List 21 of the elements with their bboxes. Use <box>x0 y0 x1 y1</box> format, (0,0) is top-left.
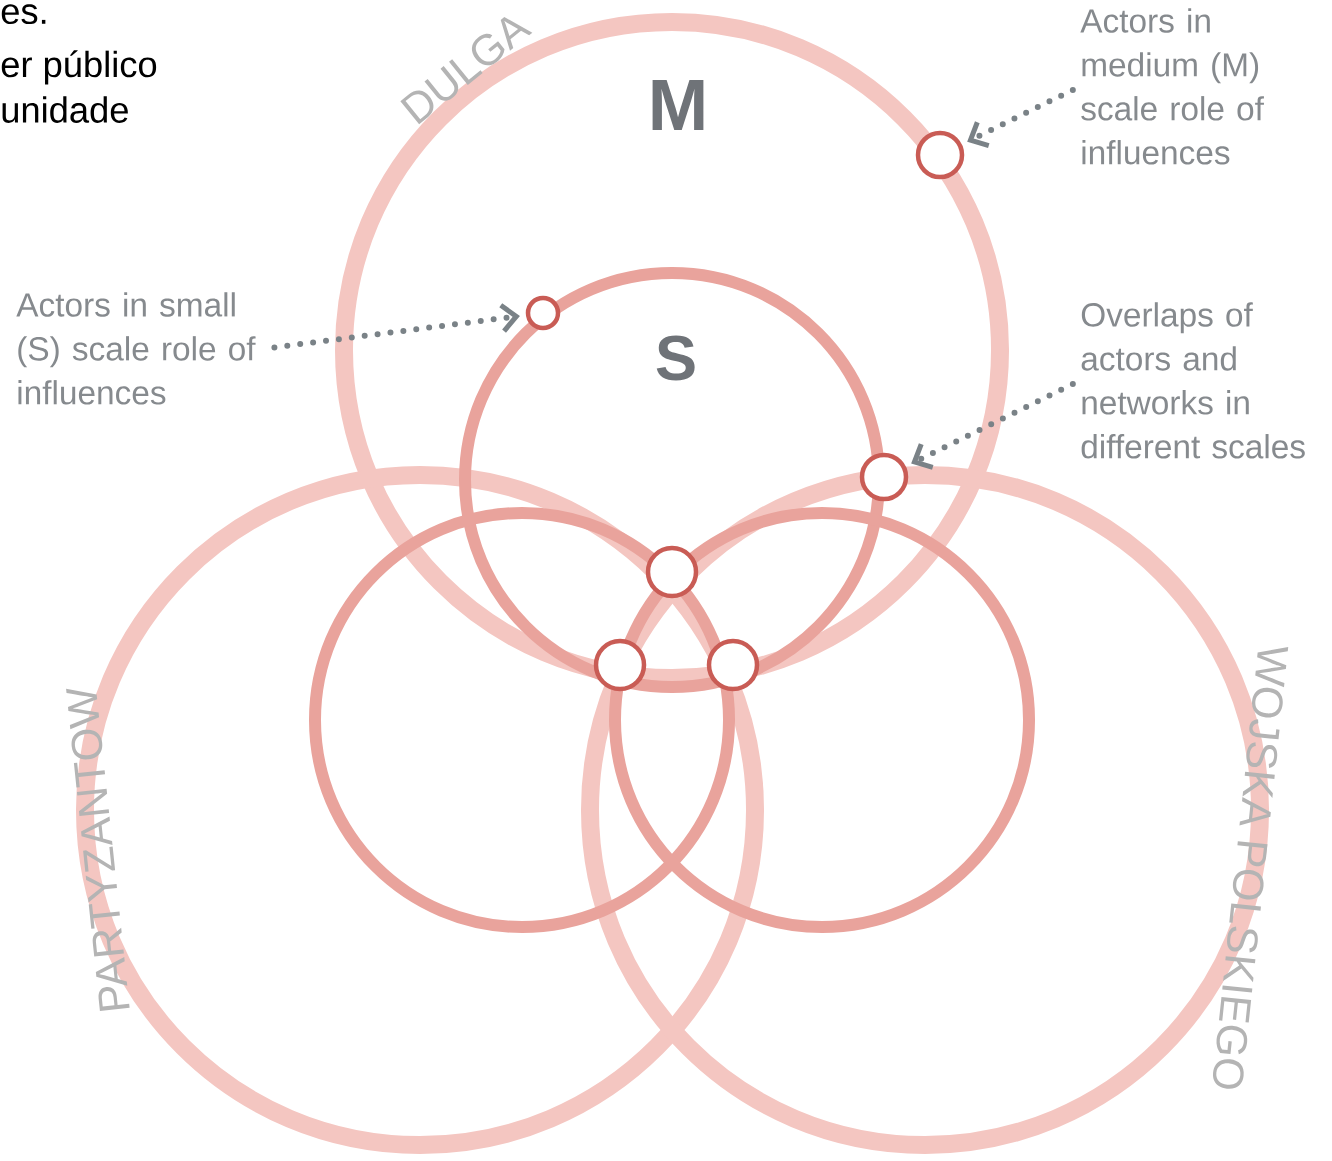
junction-circle <box>593 638 647 692</box>
leader-line <box>967 86 1076 148</box>
junction-circle <box>859 452 909 502</box>
circle <box>609 507 1035 933</box>
scale-letter: S <box>656 335 695 381</box>
circle <box>309 507 735 933</box>
text-fragment: er público <box>1 50 157 85</box>
leader-line <box>271 303 520 351</box>
junction-circle <box>645 545 699 599</box>
text-fragment: unidade <box>2 96 128 123</box>
callout-text: Overlaps of actors and networks in different scales <box>1081 302 1305 459</box>
leader-line <box>911 380 1076 470</box>
junction-circle <box>525 295 561 331</box>
callout-text: Actors in medium (M) scale role of influences <box>1080 8 1264 165</box>
callout-text: Actors in small (S) scale role of influences <box>16 292 256 405</box>
scale-letter: M <box>652 80 704 130</box>
circle-label: PARTYZANTOW <box>66 688 130 1011</box>
circle-label: WOJSKA POLSKIEGO <box>1213 646 1289 1089</box>
text-fragment: es. <box>1 4 46 25</box>
junction-circle <box>915 130 965 180</box>
junction-circle <box>706 638 760 692</box>
